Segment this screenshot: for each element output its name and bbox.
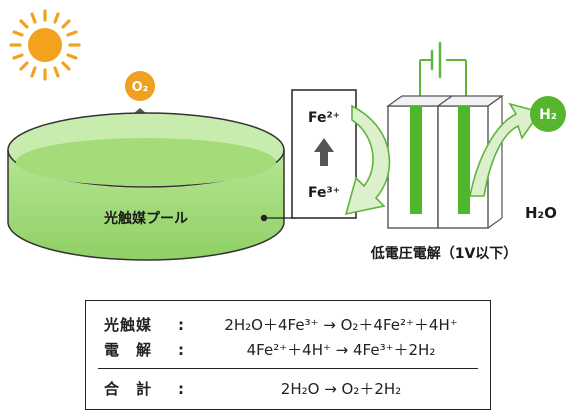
equation-text: 2H₂O → O₂＋2H₂: [280, 380, 402, 398]
equation-label: 光触媒: [104, 316, 153, 334]
pool-label: 光触媒プール: [103, 210, 188, 227]
equation-divider: [98, 368, 478, 369]
equation-box: 光触媒 : 2H₂O＋4Fe³⁺ → O₂＋4Fe²⁺＋4H⁺ 電 解 : 4F…: [85, 300, 491, 410]
h2-bubble: H₂: [530, 96, 566, 132]
equation-label: 合 計: [104, 380, 153, 398]
equation-colon: :: [178, 380, 184, 398]
curved-arrow-left: [344, 104, 391, 216]
h2o-label: H₂O: [525, 204, 557, 222]
equation-text: 2H₂O＋4Fe³⁺ → O₂＋4Fe²⁺＋4H⁺: [224, 316, 458, 334]
fe2-label: Fe²⁺: [308, 110, 340, 126]
electrode-left: [410, 106, 422, 214]
sun-icon: [9, 9, 81, 81]
pool-connector: [260, 214, 296, 222]
equation-text: 4Fe²⁺＋4H⁺ → 4Fe³⁺＋2H₂: [246, 341, 436, 359]
equation-colon: :: [178, 316, 184, 334]
h2-label: H₂: [539, 107, 557, 123]
equation-row-electrolysis: 電 解 : 4Fe²⁺＋4H⁺ → 4Fe³⁺＋2H₂: [86, 338, 490, 362]
equation-colon: :: [178, 341, 184, 359]
fe3-label: Fe³⁺: [308, 185, 340, 201]
curved-arrow-right: [469, 102, 542, 197]
equation-label: 電 解: [104, 341, 153, 359]
o2-label: O₂: [132, 80, 149, 95]
fe-up-arrow: [314, 138, 334, 166]
equation-row-total: 合 計 : 2H₂O → O₂＋2H₂: [86, 377, 490, 401]
o2-bubble: O₂: [125, 71, 155, 101]
photocatalyst-pool: [7, 112, 285, 261]
electrolysis-label: 低電圧電解（1V以下）: [370, 245, 518, 262]
equation-row-photocatalyst: 光触媒 : 2H₂O＋4Fe³⁺ → O₂＋4Fe²⁺＋4H⁺: [86, 313, 490, 337]
electrode-right: [458, 106, 470, 214]
